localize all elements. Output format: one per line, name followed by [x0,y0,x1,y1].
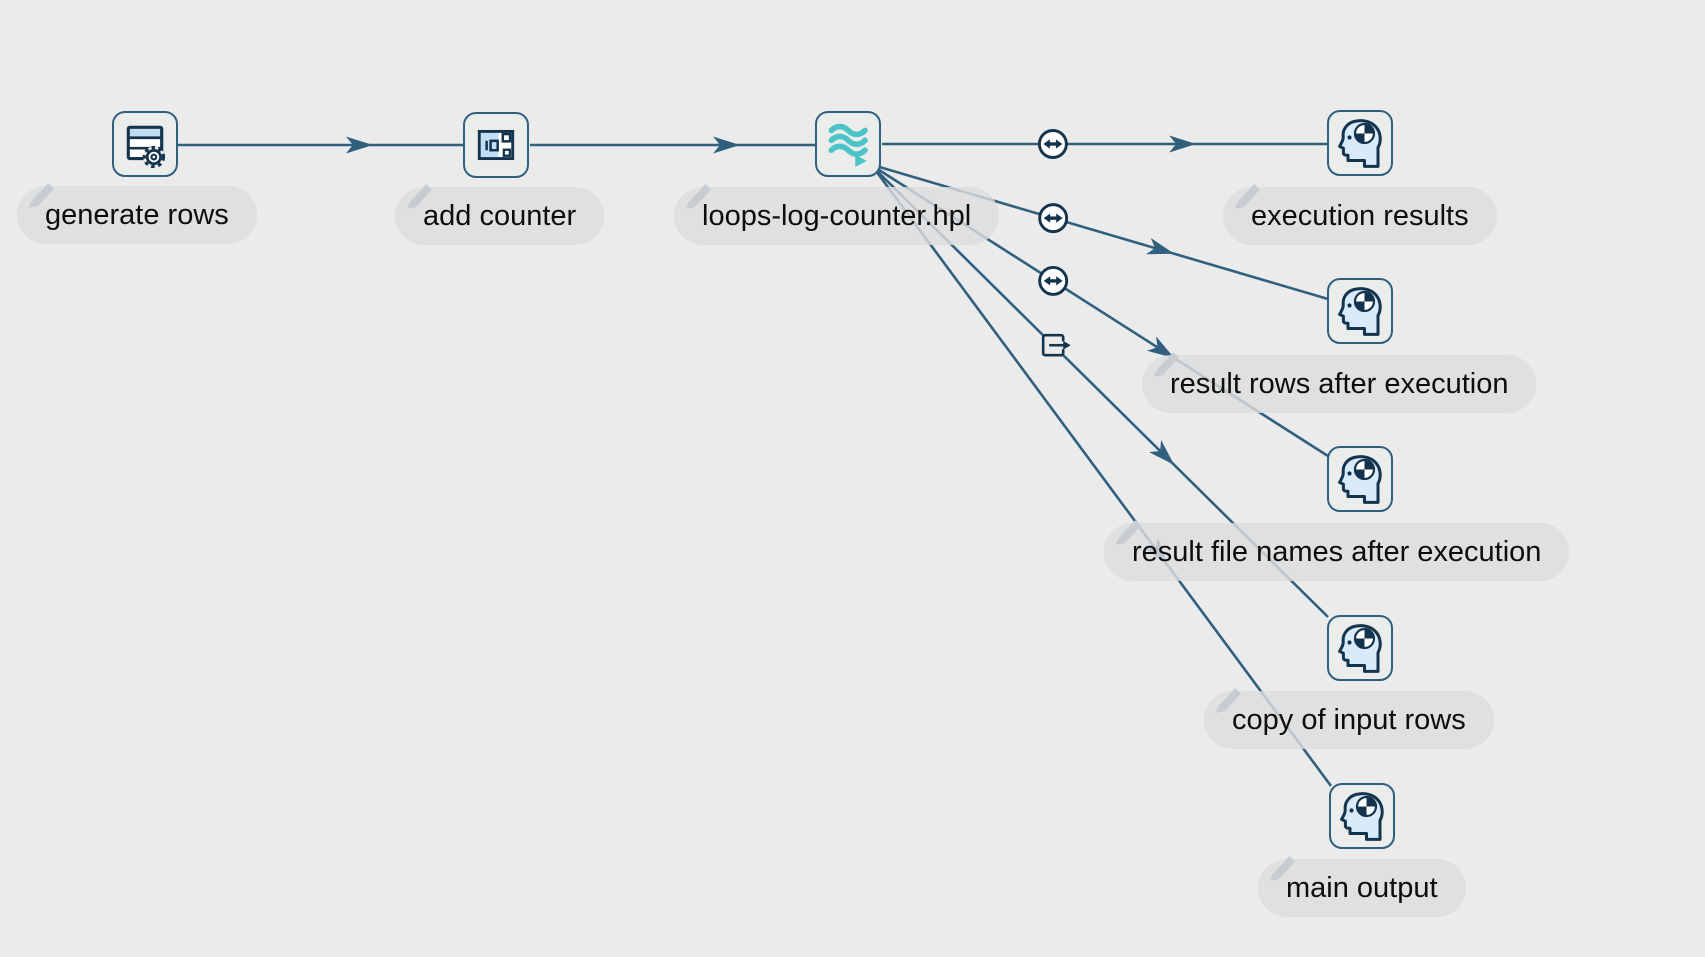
copy-rows-hop-icon[interactable] [1038,203,1069,234]
output-target-hop-icon[interactable] [1041,333,1071,357]
hop[interactable] [530,136,815,154]
hop-arrow-icon [713,136,740,154]
node-label-main-output[interactable]: main output [1258,859,1466,917]
hop-arrow-icon [345,136,373,154]
hop[interactable] [882,135,1327,153]
hop-line[interactable] [874,170,1333,787]
hop[interactable] [178,136,463,154]
table-gear-icon [126,125,166,168]
node-label-result-file-names-after-execution[interactable]: result file names after execution [1104,523,1570,581]
node-add-counter[interactable] [463,112,529,178]
dummy-head-icon [1340,792,1384,841]
node-execution-results[interactable] [1327,110,1393,176]
hop-arrow-icon [1146,238,1175,255]
node-label-result-rows-after-execution[interactable]: result rows after execution [1142,355,1537,413]
node-main-output[interactable] [1329,783,1395,849]
hop-arrow-icon [1149,440,1175,465]
dummy-head-icon [1338,119,1382,168]
copy-rows-hop-icon[interactable] [1038,265,1069,296]
counter-io-icon [477,129,515,161]
node-loops-log-counter[interactable] [815,111,881,177]
node-generate-rows[interactable] [112,111,178,177]
copy-rows-hop-icon[interactable] [1037,129,1068,159]
node-result-file-names-after-execution[interactable] [1327,446,1393,512]
node-label-execution-results[interactable]: execution results [1223,187,1497,245]
node-result-rows-after-execution[interactable] [1327,278,1393,344]
pipeline-waves-icon [828,123,868,167]
hop-arrow-icon [1169,135,1197,153]
node-label-add-counter[interactable]: add counter [395,187,605,245]
node-label-loops-log-counter[interactable]: loops-log-counter.hpl [674,187,1000,245]
dummy-head-icon [1338,455,1382,504]
node-label-copy-of-input-rows[interactable]: copy of input rows [1204,691,1494,749]
node-label-generate-rows[interactable]: generate rows [17,186,257,244]
dummy-head-icon [1338,624,1382,673]
node-copy-of-input-rows[interactable] [1327,615,1393,681]
dummy-head-icon [1338,287,1382,336]
